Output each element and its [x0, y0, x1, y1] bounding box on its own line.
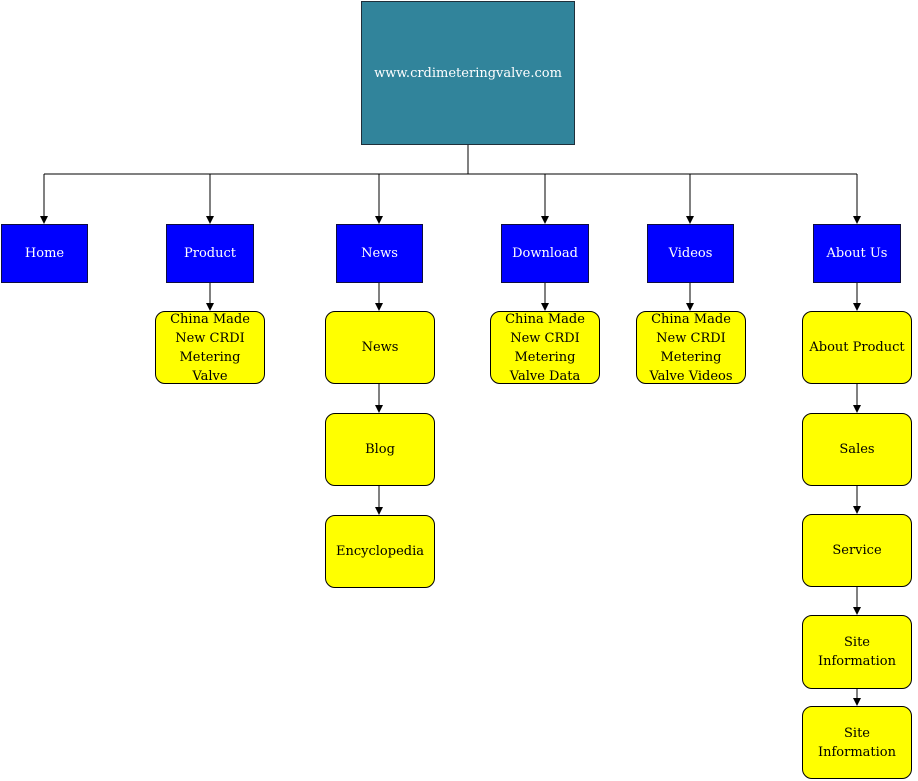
- child-news: News: [325, 311, 435, 384]
- node-videos: Videos: [647, 224, 734, 283]
- child-sales: Sales: [802, 413, 912, 486]
- child-site-information-2: Site Information: [802, 706, 912, 779]
- node-about-us: About Us: [813, 224, 901, 283]
- child-videos-valve-videos: China Made New CRDI Metering Valve Video…: [636, 311, 746, 384]
- child-site-information-1: Site Information: [802, 615, 912, 689]
- child-service: Service: [802, 514, 912, 587]
- child-download-valve-data: China Made New CRDI Metering Valve Data: [490, 311, 600, 384]
- node-product: Product: [166, 224, 254, 283]
- child-about-product: About Product: [802, 311, 912, 384]
- node-news: News: [336, 224, 423, 283]
- child-product-crdi-valve: China Made New CRDI Metering Valve: [155, 311, 265, 384]
- child-encyclopedia: Encyclopedia: [325, 515, 435, 588]
- node-home: Home: [1, 224, 88, 283]
- root-node: www.crdimeteringvalve.com: [361, 1, 575, 145]
- child-blog: Blog: [325, 413, 435, 486]
- node-download: Download: [501, 224, 589, 283]
